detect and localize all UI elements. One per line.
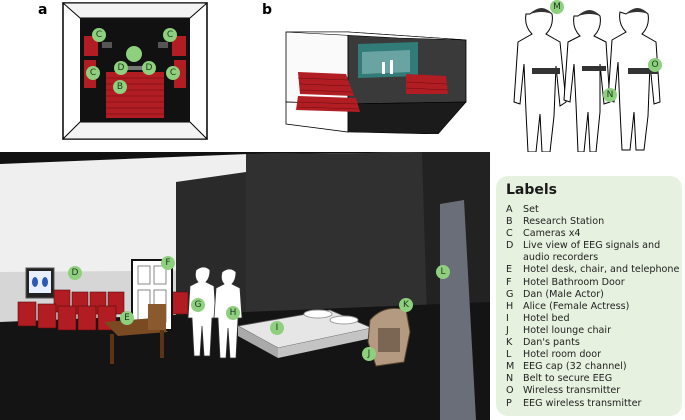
panel-label-b: b: [262, 2, 273, 18]
legend-item: N Belt to secure EEG: [506, 373, 682, 385]
legend-item: K Dan's pants: [506, 337, 682, 349]
legend-item: D Live view of EEG signals and audio reco…: [506, 240, 682, 264]
legend-item: F Hotel Bathroom Door: [506, 277, 682, 289]
legend-key: P: [506, 397, 512, 409]
legend-item: M EEG cap (32 channel): [506, 361, 682, 373]
legend-item: C Cameras x4: [506, 228, 682, 240]
legend-key: O: [506, 385, 514, 397]
legend-key: H: [506, 300, 514, 312]
legend-item: J Hotel lounge chair: [506, 325, 682, 337]
legend-item: L Hotel room door: [506, 349, 682, 361]
marker-m: M: [550, 0, 564, 14]
legend-key: D: [506, 240, 514, 252]
legend-text: Cameras x4: [523, 228, 581, 240]
legend-item: P EEG wireless transmitter: [506, 398, 682, 410]
marker-k: K: [399, 298, 413, 312]
legend-text: Hotel room door: [523, 349, 602, 361]
marker-f: F: [161, 256, 175, 270]
legend-text: Hotel desk, chair, and telephone: [523, 264, 680, 276]
marker-a-c-top-right: C: [163, 28, 177, 42]
legend-text: EEG wireless transmitter: [523, 397, 642, 409]
legend-item: H Alice (Female Actress): [506, 301, 682, 313]
legend-key: C: [506, 228, 513, 240]
legend-item: G Dan (Male Actor): [506, 289, 682, 301]
legend-item: I Hotel bed: [506, 313, 682, 325]
legend-key: E: [506, 264, 513, 276]
marker-d: D: [68, 266, 82, 280]
legend-key: K: [506, 337, 513, 349]
legend-key: L: [506, 349, 512, 361]
legend-key: F: [506, 276, 512, 288]
legend-item: A Set: [506, 204, 682, 216]
hotel-room-scene: [0, 152, 490, 420]
marker-i: I: [270, 321, 284, 335]
legend-text: Hotel bed: [523, 312, 570, 324]
panel-b-perspective-view: [285, 31, 467, 134]
legend-text: Hotel lounge chair: [523, 324, 612, 336]
legend-text: Hotel Bathroom Door: [523, 276, 625, 288]
legend-text: Dan's pants: [523, 337, 580, 349]
legend-item: E Hotel desk, chair, and telephone: [506, 264, 682, 276]
marker-a-d-left: D: [114, 61, 128, 75]
marker-a-c-bottom-left: C: [86, 66, 100, 80]
marker-a-d-right: D: [142, 61, 156, 75]
marker-a-c-bottom-right: C: [166, 66, 180, 80]
marker-a-c-top-left: C: [92, 28, 106, 42]
legend-text: Dan (Male Actor): [523, 288, 604, 300]
legend-key: A: [506, 204, 513, 215]
legend-key: M: [506, 361, 515, 373]
legend-text: Wireless transmitter: [523, 385, 621, 397]
marker-l: L: [436, 265, 450, 279]
legend-text: EEG cap (32 channel): [523, 361, 627, 373]
marker-a-b: B: [113, 80, 127, 94]
legend-title: Labels: [506, 182, 558, 198]
legend-item: B Research Station: [506, 216, 682, 228]
marker-e: E: [120, 311, 134, 325]
marker-j: J: [362, 347, 376, 361]
legend-text: Alice (Female Actress): [523, 300, 630, 312]
legend-text: Research Station: [523, 216, 605, 228]
marker-h: H: [226, 306, 240, 320]
marker-n: N: [603, 88, 617, 102]
legend-text: Live view of EEG signals and audio recor…: [523, 240, 661, 264]
marker-o: O: [648, 58, 662, 72]
marker-g: G: [191, 298, 205, 312]
legend-text: Belt to secure EEG: [523, 373, 613, 385]
legend-key: I: [506, 312, 509, 324]
legend-text: Set: [523, 204, 539, 215]
legend-item: O Wireless transmitter: [506, 385, 682, 397]
legend-key: J: [506, 324, 509, 336]
legend-key: G: [506, 288, 514, 300]
legend-key: B: [506, 216, 513, 228]
legend-key: N: [506, 373, 514, 385]
panel-a-top-view: [62, 2, 208, 140]
actors-with-eeg-illustration: [513, 8, 661, 152]
panel-label-a: a: [38, 2, 48, 18]
